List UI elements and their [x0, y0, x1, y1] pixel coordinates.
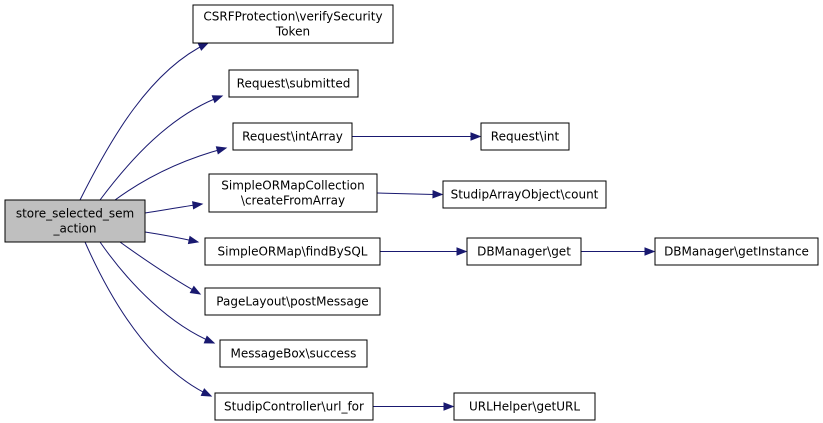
- node-box[interactable]: [4, 199, 146, 243]
- node-postmessage[interactable]: PageLayout\postMessage: [204, 287, 381, 316]
- edge-line: [79, 42, 209, 201]
- node-count[interactable]: StudipArrayObject\count: [442, 180, 607, 209]
- node-label-line: SimpleORMap\findBySQL: [218, 245, 368, 259]
- edge-root-to-success: [99, 241, 216, 344]
- arrowhead: [189, 285, 202, 295]
- arrowhead: [197, 42, 210, 51]
- node-box[interactable]: [208, 173, 378, 213]
- arrowhead: [432, 190, 444, 199]
- node-label-line: PageLayout\postMessage: [216, 295, 368, 309]
- node-label-line: Request\submitted: [237, 77, 351, 91]
- node-int[interactable]: Request\int: [480, 122, 570, 151]
- node-label-line: CSRFProtection\verifySecurity: [203, 10, 382, 24]
- node-getinstance[interactable]: DBManager\getInstance: [654, 237, 819, 266]
- node-box[interactable]: [442, 180, 607, 209]
- nodes-layer: store_selected_sem_action CSRFProtection\…: [4, 4, 819, 421]
- edges-layer: [79, 42, 656, 411]
- edge-findbysql-to-dbget: [380, 247, 468, 256]
- edge-root-to-submitted: [99, 95, 224, 201]
- node-box[interactable]: [232, 122, 353, 151]
- arrowhead: [203, 335, 216, 344]
- node-label-line: URLHelper\getURL: [469, 400, 580, 414]
- node-box[interactable]: [219, 339, 368, 368]
- node-box[interactable]: [204, 287, 381, 316]
- node-label-line: Token: [275, 25, 310, 39]
- edge-root-to-intarray: [114, 146, 228, 201]
- edge-root-to-findbysql: [144, 231, 200, 245]
- edge-root-to-csrf: [79, 42, 210, 201]
- edge-createfromarray-to-count: [376, 190, 444, 199]
- node-dbget[interactable]: DBManager\get: [466, 237, 582, 266]
- node-urlfor[interactable]: StudipController\url_for: [214, 392, 374, 421]
- node-intarray[interactable]: Request\intArray: [232, 122, 353, 151]
- node-label-line: store_selected_sem: [16, 207, 134, 221]
- node-box[interactable]: [453, 392, 596, 421]
- node-submitted[interactable]: Request\submitted: [228, 69, 359, 98]
- node-box[interactable]: [466, 237, 582, 266]
- edge-line: [114, 147, 227, 201]
- arrowhead: [187, 235, 200, 245]
- node-label-line: SimpleORMapCollection: [221, 179, 364, 193]
- arrowhead: [443, 402, 455, 411]
- node-label-line: Request\int: [491, 130, 560, 144]
- node-label-line: _action: [53, 222, 97, 236]
- node-label-line: DBManager\get: [477, 245, 571, 259]
- arrowhead: [200, 388, 213, 397]
- edge-line: [119, 241, 201, 295]
- node-box[interactable]: [480, 122, 570, 151]
- node-createfromarray[interactable]: SimpleORMapCollection\createFromArray: [208, 173, 378, 213]
- node-label-line: DBManager\getInstance: [664, 245, 809, 259]
- node-box[interactable]: [192, 4, 394, 44]
- node-label-line: Request\intArray: [242, 130, 343, 144]
- node-label-line: \createFromArray: [241, 194, 345, 208]
- node-label-line: StudipController\url_for: [224, 400, 364, 414]
- node-label-line: MessageBox\success: [231, 347, 357, 361]
- edge-intarray-to-int: [352, 132, 482, 141]
- node-success[interactable]: MessageBox\success: [219, 339, 368, 368]
- node-geturl[interactable]: URLHelper\getURL: [453, 392, 596, 421]
- arrowhead: [470, 132, 482, 141]
- edge-line: [84, 241, 212, 397]
- node-box[interactable]: [204, 237, 381, 266]
- edge-line: [99, 95, 223, 201]
- node-box[interactable]: [654, 237, 819, 266]
- node-label-line: StudipArrayObject\count: [451, 188, 599, 202]
- arrowhead: [644, 247, 656, 256]
- edge-root-to-createfromarray: [144, 201, 204, 214]
- arrowhead: [192, 201, 204, 210]
- arrowhead: [456, 247, 468, 256]
- edge-dbget-to-getinstance: [581, 247, 656, 256]
- arrowhead: [215, 146, 228, 155]
- edge-line: [99, 241, 215, 344]
- node-box[interactable]: [228, 69, 359, 98]
- edge-line: [376, 192, 435, 195]
- edge-root-to-postmessage: [119, 241, 202, 295]
- node-findbysql[interactable]: SimpleORMap\findBySQL: [204, 237, 381, 266]
- arrowhead: [211, 95, 224, 104]
- node-root[interactable]: store_selected_sem_action: [4, 199, 146, 243]
- edge-root-to-urlfor: [84, 241, 213, 397]
- edge-urlfor-to-geturl: [373, 402, 455, 411]
- node-box[interactable]: [214, 392, 374, 421]
